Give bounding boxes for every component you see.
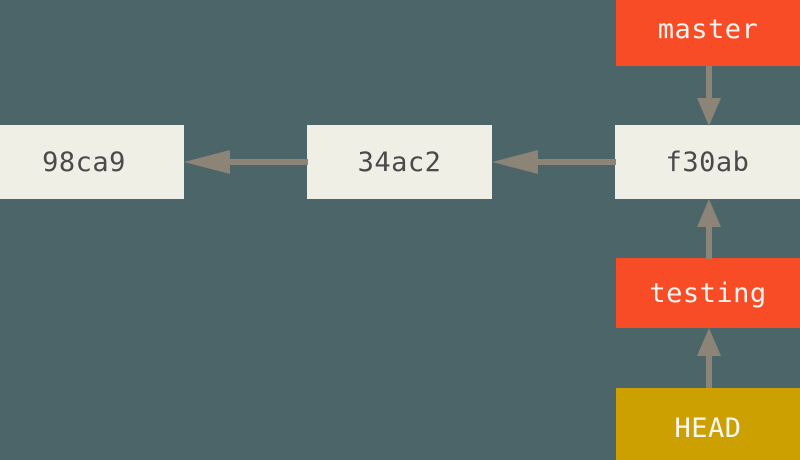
branch-label-master: master bbox=[657, 13, 759, 45]
arrow-testing-to-f30ab-icon bbox=[693, 199, 725, 259]
commit-label-f30ab: f30ab bbox=[665, 146, 750, 178]
commit-node-34ac2: 34ac2 bbox=[307, 125, 492, 199]
arrow-head-to-testing-icon bbox=[693, 328, 725, 388]
head-pointer-node: HEAD bbox=[616, 388, 800, 460]
branch-node-testing: testing bbox=[616, 258, 800, 328]
branch-node-master: master bbox=[616, 0, 800, 66]
head-pointer-label: HEAD bbox=[674, 412, 742, 444]
branch-label-testing: testing bbox=[649, 277, 767, 309]
arrow-34ac2-to-98ca9-icon bbox=[184, 146, 308, 178]
arrow-f30ab-to-34ac2-icon bbox=[492, 146, 616, 178]
commit-node-98ca9: 98ca9 bbox=[0, 125, 184, 199]
arrow-master-to-f30ab-icon bbox=[693, 66, 725, 126]
commit-node-f30ab: f30ab bbox=[615, 125, 800, 199]
commit-label-98ca9: 98ca9 bbox=[42, 146, 126, 178]
commit-label-34ac2: 34ac2 bbox=[357, 146, 442, 178]
